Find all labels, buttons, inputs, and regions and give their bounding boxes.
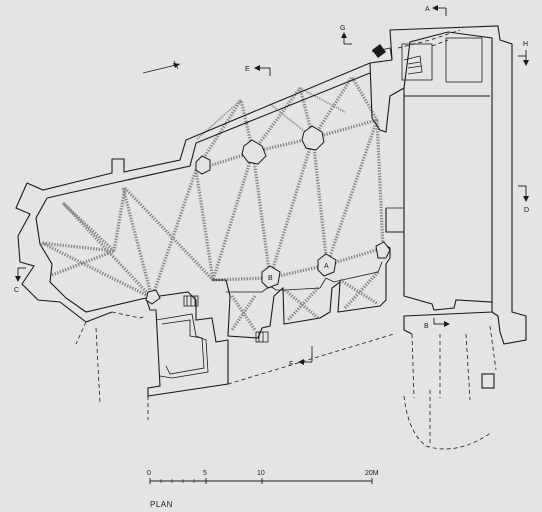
section-marker-a-top: A (425, 5, 447, 16)
marker-b-bottom-label: B (424, 323, 429, 330)
section-marker-g: G (340, 25, 352, 45)
scale-tick-10: 10 (257, 470, 265, 477)
plan-caption: PLAN (150, 500, 173, 509)
section-marker-b-bottom: B (424, 318, 450, 330)
dashed-foundations (75, 29, 497, 450)
marker-g-label: G (340, 25, 345, 32)
scale-tick-0: 0 (147, 470, 151, 477)
piers (145, 125, 391, 305)
scale-tick-5: 5 (203, 470, 207, 477)
marker-a-top-label: A (425, 6, 430, 13)
scale-bar: 0 5 10 20M (147, 470, 379, 484)
pier-a-label: A (324, 263, 329, 270)
marker-d-label: D (524, 207, 529, 214)
walls (15, 25, 527, 397)
marker-e-top-label: E (245, 66, 250, 73)
section-marker-c: C (14, 267, 26, 294)
north-arrow-icon (142, 60, 181, 74)
marker-h-label: H (523, 41, 528, 48)
marker-c-label: C (14, 287, 19, 294)
section-marker-f: F (289, 346, 313, 368)
section-marker-e-top: E (245, 65, 271, 76)
marker-f-label: F (289, 361, 293, 368)
section-marker-h: H (518, 41, 529, 66)
scale-tick-20: 20M (365, 470, 379, 477)
section-marker-d: D (518, 185, 529, 214)
pier-b-label: B (268, 275, 273, 282)
